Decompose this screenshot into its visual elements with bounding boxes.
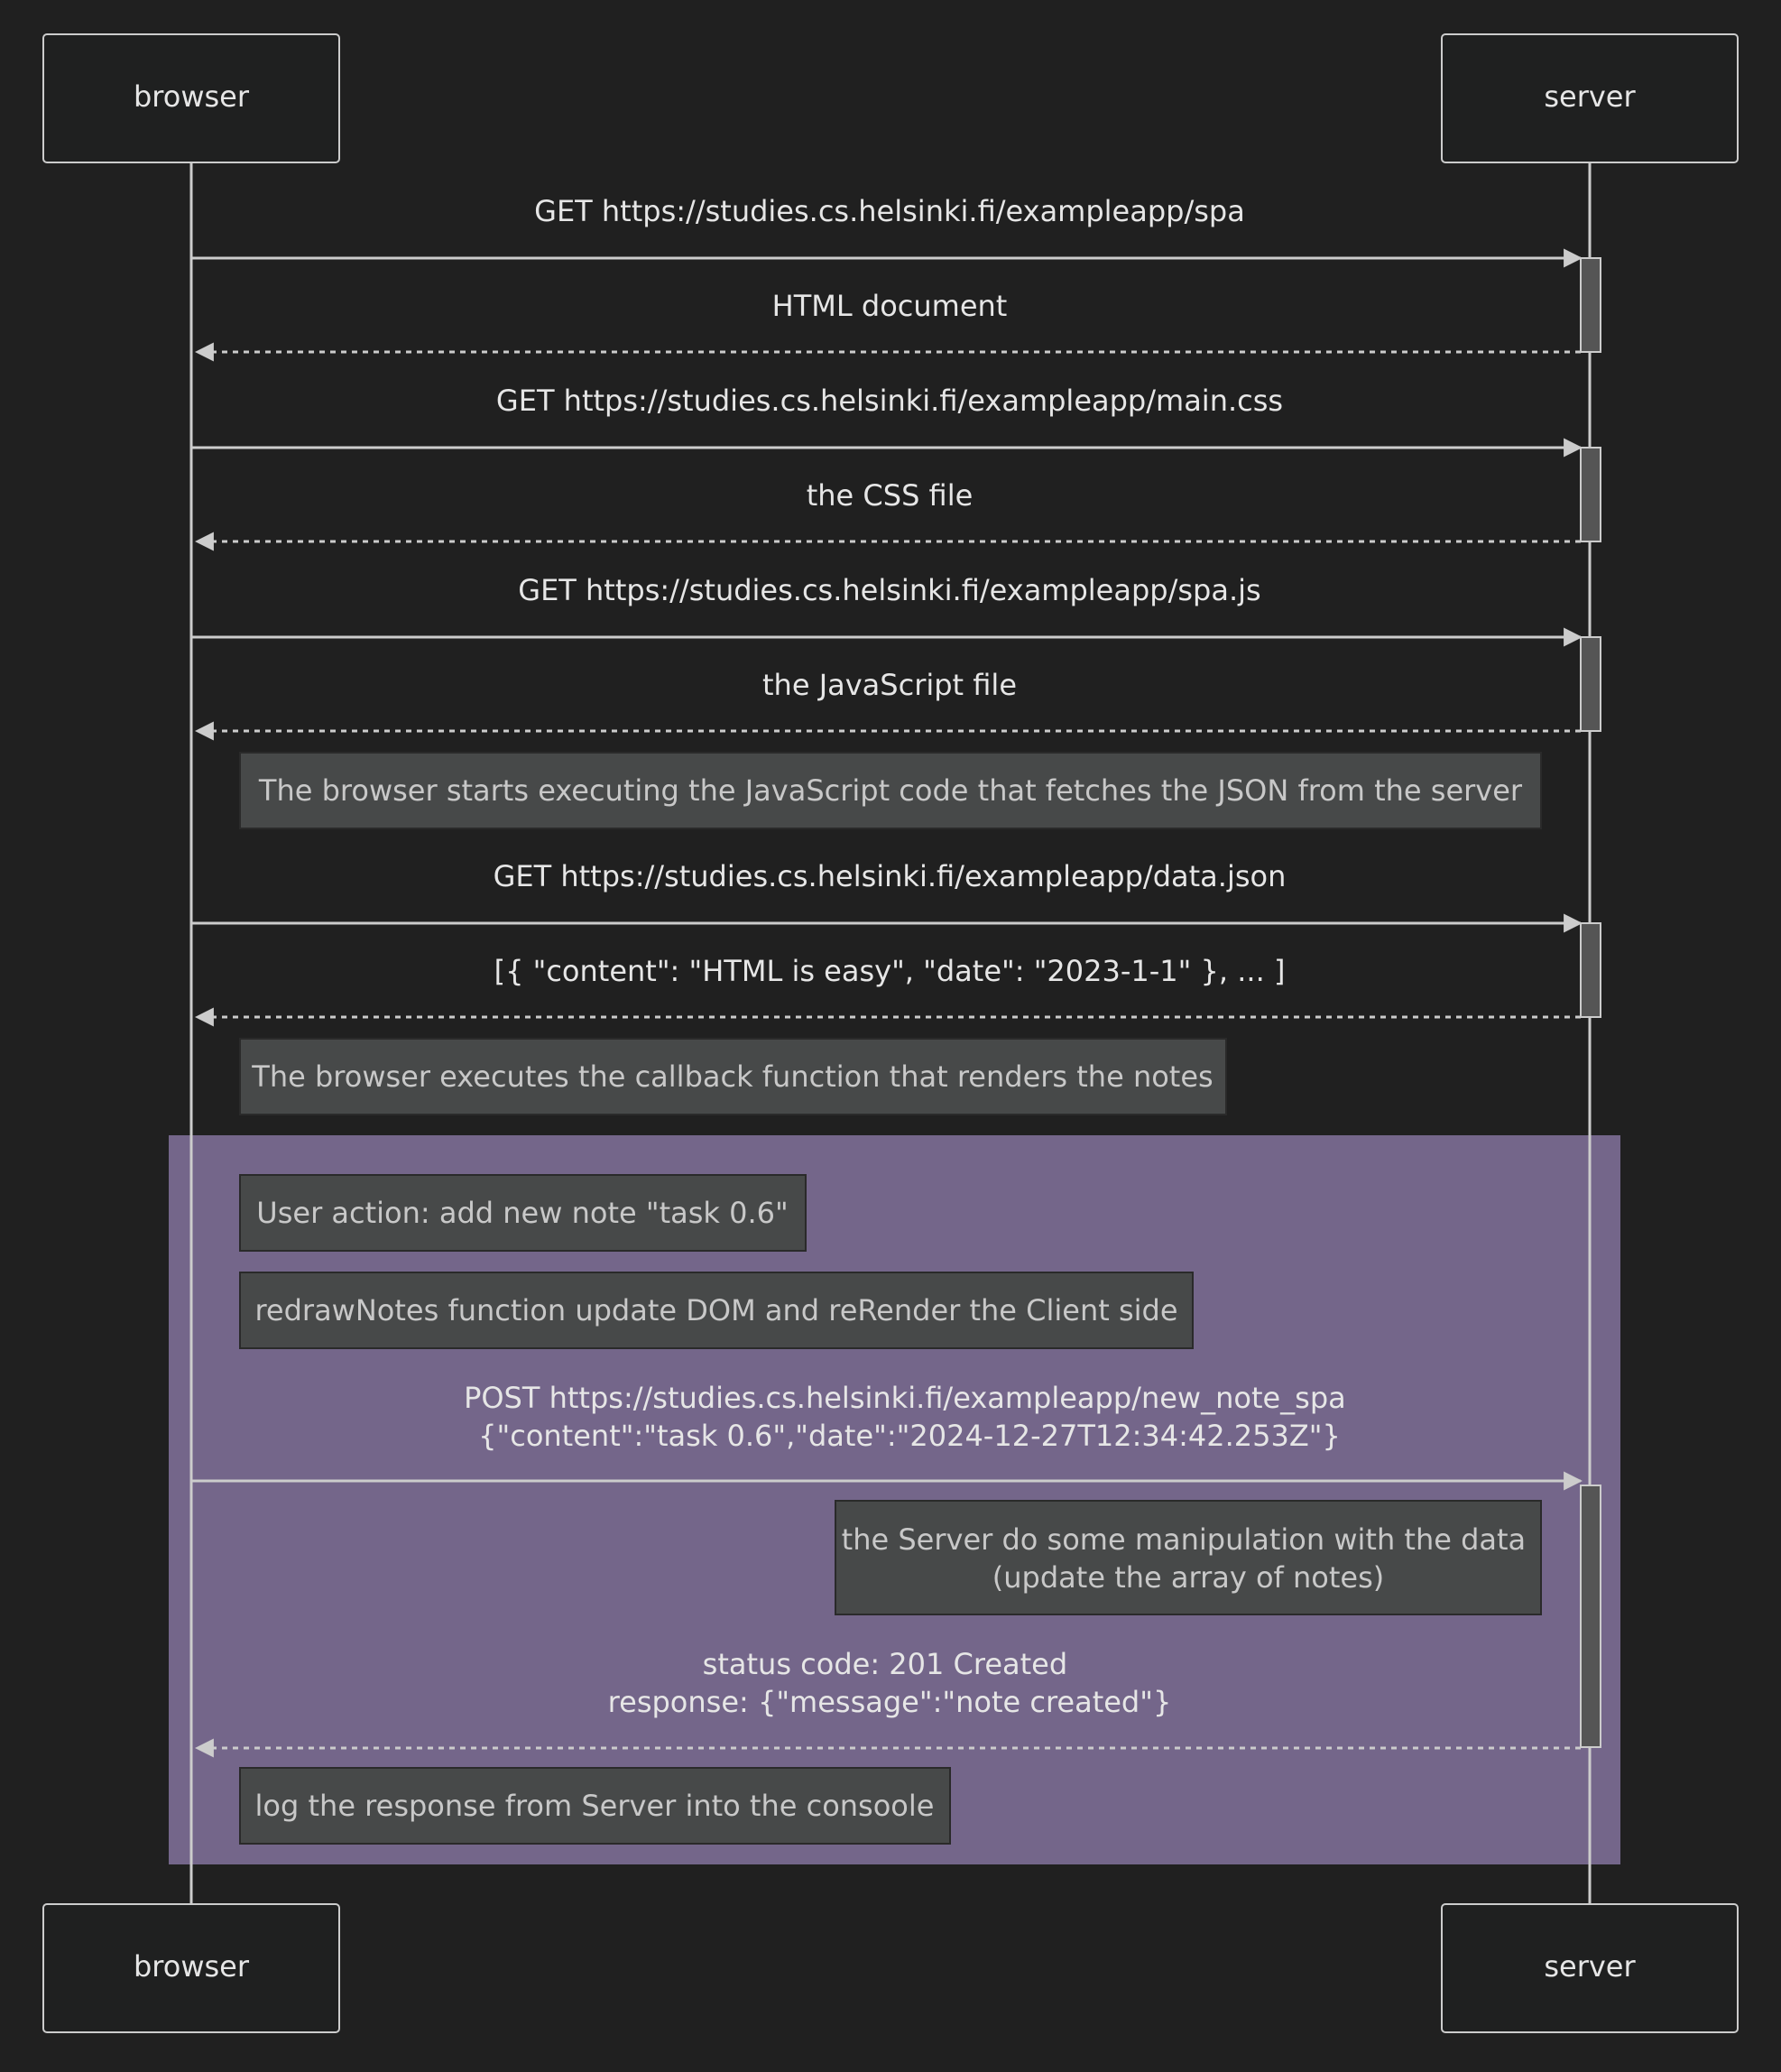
message-get-data-json: GET https://studies.cs.helsinki.fi/examp… xyxy=(191,859,1583,933)
message-post-new-note: POST https://studies.cs.helsinki.fi/exam… xyxy=(191,1381,1583,1491)
message-label: the CSS file xyxy=(807,478,974,513)
message-get-spa-js: GET https://studies.cs.helsinki.fi/examp… xyxy=(191,573,1583,647)
note-label: log the response from Server into the co… xyxy=(255,1789,935,1823)
server-activation xyxy=(1580,447,1601,542)
message-json-response: [{ "content": "HTML is easy", "date": "2… xyxy=(194,954,1581,1027)
note-label: The browser starts executing the JavaScr… xyxy=(258,773,1523,808)
actor-server-bottom: server xyxy=(1441,1903,1739,2033)
message-label: the JavaScript file xyxy=(762,668,1017,702)
note-label: the Server do some manipulation with the… xyxy=(842,1522,1536,1595)
message-get-spa: GET https://studies.cs.helsinki.fi/examp… xyxy=(191,194,1583,268)
message-label: GET https://studies.cs.helsinki.fi/examp… xyxy=(518,573,1260,607)
note-label: redrawNotes function update DOM and reRe… xyxy=(254,1293,1177,1327)
message-label: GET https://studies.cs.helsinki.fi/examp… xyxy=(496,384,1283,418)
note-starts-executing: The browser starts executing the JavaScr… xyxy=(239,752,1542,829)
message-css-file: the CSS file xyxy=(194,478,1581,551)
note-server-manipulation: the Server do some manipulation with the… xyxy=(835,1500,1542,1615)
note-user-action: User action: add new note "task 0.6" xyxy=(239,1174,807,1252)
actor-server-top: server xyxy=(1441,33,1739,163)
message-status-created: status code: 201 Created response: {"mes… xyxy=(194,1647,1581,1758)
server-activation xyxy=(1580,257,1601,353)
server-activation xyxy=(1580,1485,1601,1748)
message-label: GET https://studies.cs.helsinki.fi/examp… xyxy=(534,194,1245,228)
message-html-document: HTML document xyxy=(194,289,1581,362)
message-label: POST https://studies.cs.helsinki.fi/exam… xyxy=(464,1381,1355,1453)
actor-browser-bottom: browser xyxy=(42,1903,340,2033)
actor-browser-label: browser xyxy=(134,79,250,114)
message-label: [{ "content": "HTML is easy", "date": "2… xyxy=(494,954,1286,988)
message-label: HTML document xyxy=(772,289,1008,323)
message-get-main-css: GET https://studies.cs.helsinki.fi/examp… xyxy=(191,384,1583,458)
actor-browser-top: browser xyxy=(42,33,340,163)
message-javascript-file: the JavaScript file xyxy=(194,668,1581,741)
message-label: status code: 201 Created response: {"mes… xyxy=(608,1647,1172,1719)
note-label: User action: add new note "task 0.6" xyxy=(256,1196,788,1230)
note-log-response: log the response from Server into the co… xyxy=(239,1767,951,1845)
note-callback-renders: The browser executes the callback functi… xyxy=(239,1038,1227,1115)
actor-browser-label: browser xyxy=(134,1949,250,1984)
server-activation xyxy=(1580,636,1601,732)
actor-server-label: server xyxy=(1544,1949,1636,1984)
note-label: The browser executes the callback functi… xyxy=(251,1059,1213,1094)
note-redraw-notes: redrawNotes function update DOM and reRe… xyxy=(239,1272,1194,1349)
message-label: GET https://studies.cs.helsinki.fi/examp… xyxy=(494,859,1287,893)
actor-server-label: server xyxy=(1544,79,1636,114)
server-activation xyxy=(1580,922,1601,1018)
